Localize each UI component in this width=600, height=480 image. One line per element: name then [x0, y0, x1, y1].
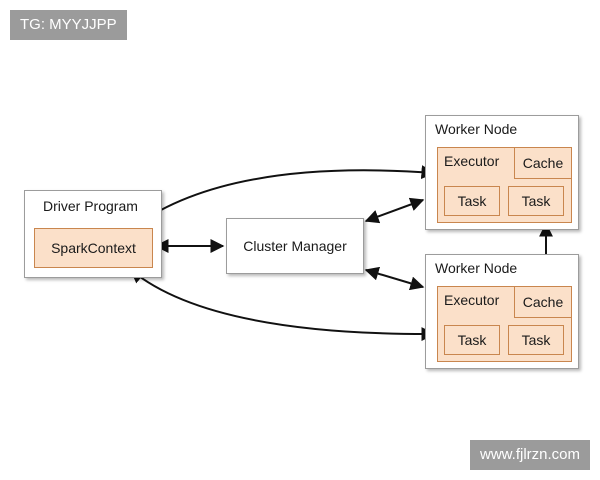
task: Task — [508, 325, 564, 355]
task: Task — [444, 325, 500, 355]
watermark-top: TG: MYYJJPP — [10, 10, 127, 40]
executor: Executor Cache Task Task — [437, 147, 572, 223]
worker-node-2: Worker Node Executor Cache Task Task — [425, 254, 579, 369]
executor-label: Executor — [444, 292, 500, 308]
watermark-bottom: www.fjlrzn.com — [469, 440, 590, 470]
cache: Cache — [514, 286, 572, 318]
task: Task — [444, 186, 500, 216]
executor: Executor Cache Task Task — [437, 286, 572, 362]
task: Task — [508, 186, 564, 216]
cache: Cache — [514, 147, 572, 179]
driver-program-title: Driver Program — [43, 198, 138, 214]
spark-context: SparkContext — [34, 228, 153, 268]
arrow-cluster-worker1 — [364, 197, 425, 224]
cluster-manager: Cluster Manager — [226, 218, 364, 274]
cluster-manager-label: Cluster Manager — [243, 238, 347, 254]
worker-node-title: Worker Node — [435, 121, 518, 137]
arrow-cluster-worker2 — [364, 266, 425, 291]
worker-node-1: Worker Node Executor Cache Task Task — [425, 115, 579, 230]
worker-node-title: Worker Node — [435, 260, 518, 276]
executor-label: Executor — [444, 153, 500, 169]
arrow-driver-worker2 — [129, 269, 436, 342]
